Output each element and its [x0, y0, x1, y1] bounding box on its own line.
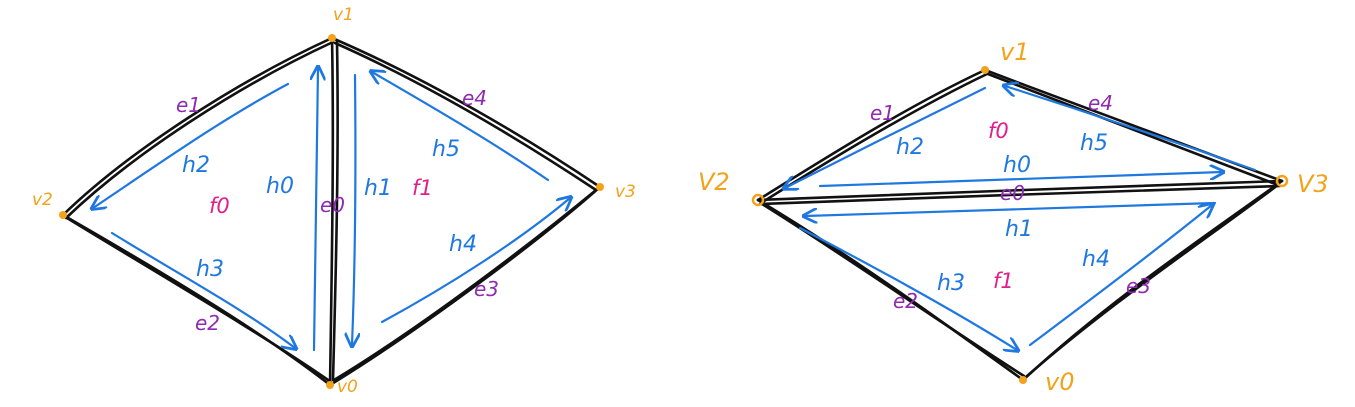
right-edge-e2-double — [760, 202, 1026, 378]
left-edge-e0 — [328, 36, 335, 387]
right-edge-e0 — [756, 179, 1284, 202]
left-halfedge-label-h4: h4 — [449, 232, 477, 257]
right-halfedge-label-h2: h2 — [896, 135, 924, 160]
left-edge-e4-double — [333, 41, 598, 192]
right-edge-label-e4: e4 — [1088, 91, 1113, 115]
right-halfedge-label-h3: h3 — [937, 271, 965, 296]
left-vertex-label-v2: v2 — [32, 190, 53, 210]
right-vertex-label-v0: v0 — [1045, 368, 1074, 396]
right-halfedge-h1 — [805, 201, 1217, 216]
right-mesh: v1 v0 V2 V3 e1 e4 e0 e2 e3 h2 h5 h0 h1 h… — [698, 38, 1329, 396]
right-vertex-label-v2: V2 — [698, 168, 730, 196]
left-edge-e1 — [61, 36, 334, 217]
left-edge-e2-double — [65, 216, 333, 384]
left-halfedge-h1 — [352, 73, 355, 345]
right-halfedge-h4 — [1028, 205, 1212, 347]
right-halfedge-label-h1: h1 — [1005, 217, 1033, 242]
left-edge-e3-double — [332, 188, 598, 382]
left-mesh: v1 v0 v2 v3 e1 e2 e0 e4 e3 h2 h3 h0 h1 h… — [32, 5, 636, 397]
right-edge-label-e2: e2 — [893, 289, 918, 313]
right-edge-label-e1: e1 — [870, 101, 895, 125]
right-edge-e0-double — [758, 184, 1282, 206]
right-edge-label-e0: e0 — [1000, 181, 1025, 205]
right-vertex-v1 — [981, 66, 989, 74]
right-face-label-f0: f0 — [988, 119, 1009, 143]
right-halfedge-h3 — [798, 226, 1017, 350]
left-edge-e0-double — [331, 40, 339, 382]
left-halfedge-label-h3: h3 — [196, 257, 224, 282]
left-vertex-v1 — [328, 34, 336, 42]
left-halfedge-h2 — [93, 82, 290, 208]
right-edge-label-e3: e3 — [1126, 274, 1151, 298]
right-halfedge-label-h0: h0 — [1003, 153, 1031, 178]
left-edge-label-e0: e0 — [320, 193, 345, 217]
right-halfedge-h0 — [818, 172, 1222, 188]
left-edge-e4 — [330, 36, 602, 189]
left-edge-e3 — [328, 185, 602, 387]
left-edge-label-e1: e1 — [176, 93, 201, 117]
left-vertex-v0 — [326, 381, 334, 389]
left-edge-label-e4: e4 — [462, 86, 487, 110]
right-edge-e2 — [756, 198, 1025, 382]
left-vertex-v3 — [596, 183, 604, 191]
left-vertex-label-v1: v1 — [333, 5, 354, 25]
right-face-label-f1: f1 — [993, 269, 1014, 293]
right-halfedge-label-h4: h4 — [1082, 247, 1110, 272]
left-halfedge-h4 — [380, 198, 570, 324]
right-edge-e4-double — [986, 72, 1280, 187]
left-edge-label-e3: e3 — [474, 277, 499, 301]
left-vertex-label-v0: v0 — [337, 377, 358, 397]
right-vertex-label-v3: V3 — [1297, 170, 1329, 198]
right-vertex-v2 — [751, 193, 765, 207]
right-vertex-v3 — [1275, 174, 1289, 188]
right-vertex-label-v1: v1 — [1000, 38, 1029, 66]
left-face-label-f0: f0 — [209, 194, 230, 218]
right-vertex-v0 — [1019, 376, 1027, 384]
right-halfedge-h2 — [785, 86, 987, 188]
right-edge-e3-double — [1025, 183, 1280, 378]
left-halfedge-h0 — [314, 68, 318, 352]
left-halfedge-label-h0: h0 — [266, 174, 294, 199]
left-vertex-label-v3: v3 — [615, 182, 636, 202]
left-halfedge-h3 — [110, 231, 295, 348]
left-halfedge-label-h1: h1 — [364, 176, 392, 201]
left-halfedge-label-h5: h5 — [432, 137, 460, 162]
left-halfedge-label-h2: h2 — [182, 153, 210, 178]
left-halfedge-h5 — [372, 72, 550, 182]
left-face-label-f1: f1 — [412, 176, 433, 200]
right-halfedge-label-h5: h5 — [1080, 131, 1108, 156]
left-edge-label-e2: e2 — [195, 311, 220, 335]
left-vertex-v2 — [59, 211, 67, 219]
left-edge-e1-double — [64, 40, 335, 220]
right-halfedge-h5 — [1005, 86, 1257, 172]
